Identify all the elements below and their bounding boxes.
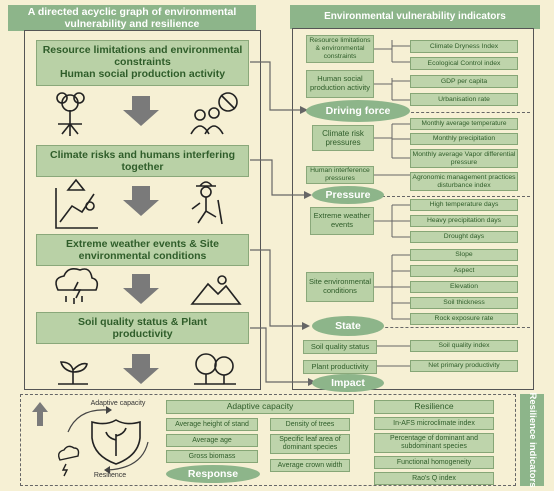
adaptive-item-4: Specific leaf area of dominant species	[270, 434, 350, 454]
indicator-soil-index: Soil quality index	[410, 340, 518, 352]
down-arrow-icon	[123, 96, 159, 384]
indicator-dryness: Climate Dryness Index	[410, 40, 518, 53]
indicator-agro: Agronomic management practices disturban…	[410, 172, 518, 191]
resilience-item-3: Functional homogeneity	[374, 456, 494, 469]
separator-2	[382, 196, 530, 197]
indicator-hightemp: High temperature days	[410, 199, 518, 211]
stage-impact: Impact	[312, 374, 384, 392]
group-extreme: Extreme weather events	[310, 207, 374, 235]
climate-risk-icon	[55, 178, 98, 229]
weather-icon	[57, 445, 80, 477]
step-1-line2: Human social production activity	[59, 68, 226, 81]
trees-icon	[194, 353, 236, 385]
right-title: Environmental vulnerability indicators	[290, 5, 540, 29]
group-climate: Climate risk pressures	[312, 125, 374, 151]
separator-3	[370, 327, 530, 328]
side-label-box	[520, 394, 544, 486]
left-panel	[24, 30, 261, 390]
stage-state: State	[312, 316, 384, 336]
step-3-box: Extreme weather events & Site environmen…	[36, 234, 249, 266]
adaptive-item-3: Average age	[166, 434, 258, 447]
resilience-item-1: In-AFS microclimate index	[374, 417, 494, 430]
people-no-icon	[190, 92, 238, 135]
indicator-temp: Monthly average temperature	[410, 118, 518, 130]
resilience-header: Resilience	[374, 400, 494, 414]
adaptive-item-6: Average crown width	[270, 459, 350, 472]
adaptive-header: Adaptive capacity	[166, 400, 354, 414]
stage-response: Response	[166, 465, 260, 483]
indicator-vpd: Monthly average Vapor differential press…	[410, 149, 518, 168]
emblem-top-label: Adaptive capacity	[90, 400, 146, 407]
right-panel	[292, 28, 534, 390]
resilience-item-4: Rao's Q index	[374, 472, 494, 485]
indicator-urban: Urbanisation rate	[410, 93, 518, 106]
group-plant: Plant productivity	[303, 360, 377, 374]
indicator-drought: Drought days	[410, 231, 518, 243]
group-resource: Resource limitations & environmental con…	[306, 35, 374, 63]
adaptive-item-2: Density of trees	[270, 418, 350, 431]
indicator-slope: Slope	[410, 249, 518, 261]
indicator-rock: Rock exposure rate	[410, 313, 518, 325]
left-title: A directed acyclic graph of environmenta…	[8, 5, 256, 31]
worker-icon	[191, 181, 223, 225]
indicator-precip: Monthly precipitation	[410, 133, 518, 145]
group-site: Site environmental conditions	[306, 272, 374, 302]
separator-1	[406, 112, 530, 113]
indicator-gdp: GDP per capita	[410, 75, 518, 88]
up-arrow-icon	[32, 402, 48, 426]
side-label: Resilience indicators	[527, 392, 538, 488]
group-human: Human social production activity	[306, 70, 374, 98]
sprout-icon	[58, 361, 88, 385]
adaptive-item-1: Average height of stand	[166, 418, 258, 431]
indicator-npp: Net primary productivity	[410, 360, 518, 372]
indicator-heavyprecip: Heavy precipitation days	[410, 215, 518, 227]
resilience-item-2: Percentage of dominant and subdominant s…	[374, 433, 494, 453]
step-1-line1: Resource limitations and environmental c…	[42, 44, 243, 69]
indicator-eco-control: Ecological Control index	[410, 57, 518, 70]
shield-plant-icon	[91, 419, 141, 465]
step-2-box: Climate risks and humans interfering tog…	[36, 145, 249, 177]
bottom-panel	[20, 394, 516, 486]
indicator-elevation: Elevation	[410, 281, 518, 293]
step-4-box: Soil quality status & Plant productivity	[36, 312, 249, 344]
emblem-bottom-label: Resilience	[93, 472, 127, 479]
step-1-box: Resource limitations and environmental c…	[36, 40, 249, 86]
group-soil: Soil quality status	[303, 340, 377, 354]
adaptive-item-5: Gross biomass	[166, 450, 258, 463]
group-interference: Human interference pressures	[306, 166, 374, 184]
indicator-aspect: Aspect	[410, 265, 518, 277]
mountain-icon	[190, 275, 242, 305]
stage-pressure: Pressure	[312, 186, 384, 204]
tree-roots-icon	[56, 92, 85, 136]
stage-driving-force: Driving force	[306, 100, 410, 122]
storm-icon	[55, 268, 99, 304]
indicator-soilthick: Soil thickness	[410, 297, 518, 309]
